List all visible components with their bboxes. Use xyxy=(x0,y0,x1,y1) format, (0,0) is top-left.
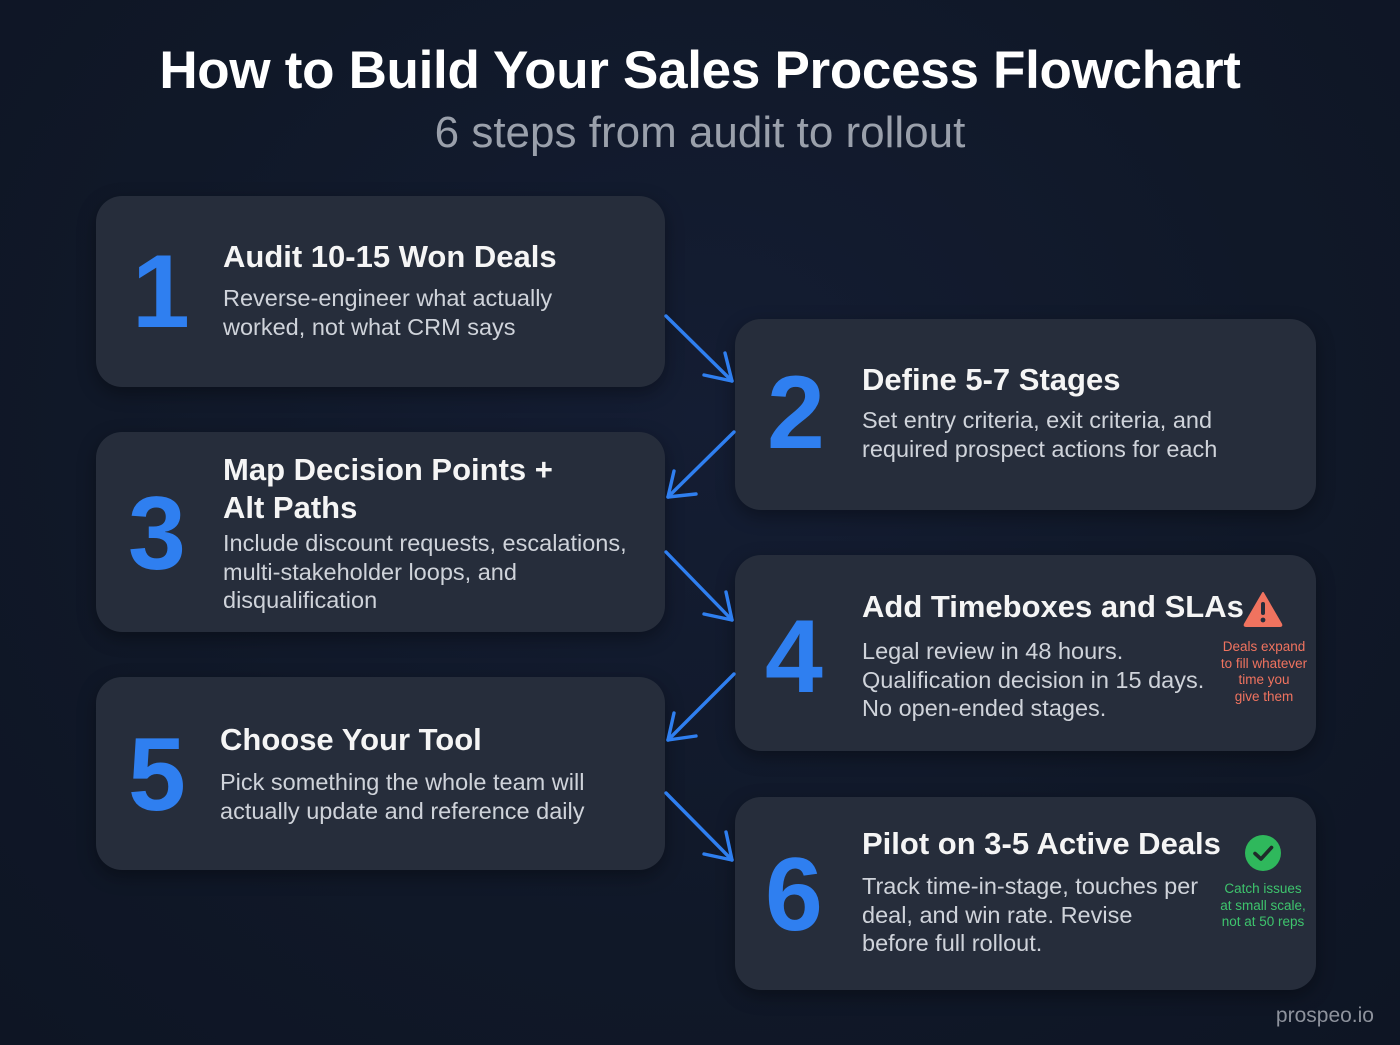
step-description: Pick something the whole team will actua… xyxy=(220,769,585,824)
step-number: 3 xyxy=(128,476,186,592)
step-card-1: 1 Audit 10-15 Won Deals Reverse-engineer… xyxy=(96,196,665,387)
step-number: 4 xyxy=(765,599,823,715)
step-card-5: 5 Choose Your Tool Pick something the wh… xyxy=(96,677,665,870)
arrow-step5-to-step6-icon xyxy=(664,791,734,862)
step-callout: Catch issues at small scale, not at 50 r… xyxy=(1220,881,1306,929)
step-title: Add Timeboxes and SLAs xyxy=(862,589,1244,624)
step-description: Legal review in 48 hours. Qualification … xyxy=(862,638,1205,721)
step-title: Define 5-7 Stages xyxy=(862,362,1121,397)
step-number: 1 xyxy=(132,234,190,350)
step-title: Audit 10-15 Won Deals xyxy=(223,239,557,274)
page-subtitle: 6 steps from audit to rollout xyxy=(434,108,966,157)
step-card-6: 6 Pilot on 3-5 Active Deals Track time-i… xyxy=(735,797,1316,990)
arrow-step2-to-step3-icon xyxy=(666,430,736,499)
step-title: Pilot on 3-5 Active Deals xyxy=(862,826,1221,861)
step-callout: Deals expand to fill whatever time you g… xyxy=(1220,639,1308,704)
check-circle-icon xyxy=(1245,835,1281,871)
step-description: Set entry criteria, exit criteria, and r… xyxy=(862,407,1218,462)
brand-watermark: prospeo.io xyxy=(1275,1004,1374,1027)
arrow-step4-to-step5-icon xyxy=(666,672,736,742)
step-title: Choose Your Tool xyxy=(220,722,482,757)
arrow-step1-to-step2-icon xyxy=(664,314,734,383)
page-title: How to Build Your Sales Process Flowchar… xyxy=(159,41,1241,100)
step-card-4: 4 Add Timeboxes and SLAs Legal review in… xyxy=(735,555,1316,751)
step-number: 2 xyxy=(767,355,825,471)
warning-triangle-icon xyxy=(1243,592,1283,627)
arrow-step3-to-step4-icon xyxy=(664,550,734,622)
step-number: 5 xyxy=(128,717,186,833)
step-card-2: 2 Define 5-7 Stages Set entry criteria, … xyxy=(735,319,1316,510)
step-description: Track time-in-stage, touches per deal, a… xyxy=(862,873,1199,956)
step-card-3: 3 Map Decision Points + Alt Paths Includ… xyxy=(96,432,665,632)
step-title: Map Decision Points + Alt Paths xyxy=(223,452,553,525)
step-description: Include discount requests, escalations, … xyxy=(223,530,627,613)
step-description: Reverse-engineer what actually worked, n… xyxy=(223,285,553,340)
step-number: 6 xyxy=(765,837,823,953)
